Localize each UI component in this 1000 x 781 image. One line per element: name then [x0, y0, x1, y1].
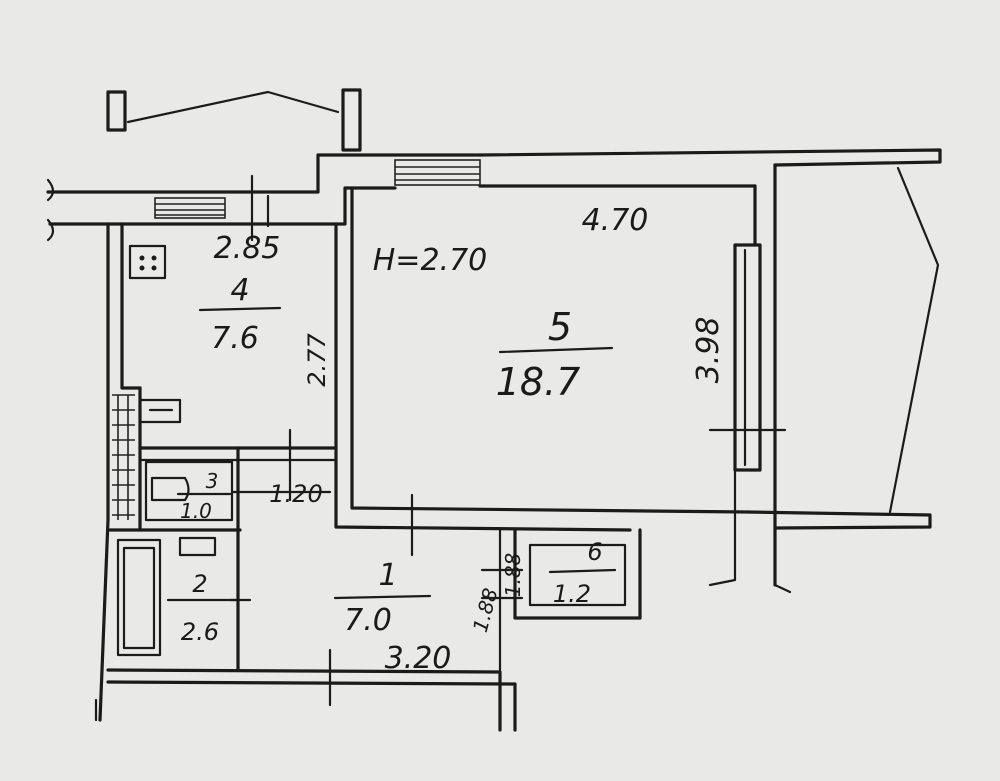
hall-width-label: 3.20: [385, 641, 452, 676]
hall-small-width-label: 1.20: [269, 480, 322, 508]
walls: [46, 148, 942, 732]
room-6-area: 1.2: [553, 580, 591, 608]
room-3-number: 3: [206, 469, 219, 493]
room-4-depth-label: 2.77: [303, 333, 331, 387]
room-4-number: 4: [230, 273, 249, 308]
right-balcony: [888, 166, 940, 514]
room-5-label: 5 18.7: [496, 305, 614, 404]
dimension-ticks: [228, 174, 787, 707]
room-5-area: 18.7: [496, 360, 581, 404]
room-4-label: 4 7.6: [198, 273, 282, 356]
room-3-label: 3 1.0: [176, 469, 232, 523]
room-6-number: 6: [587, 538, 602, 566]
room-6-label: 6 1.2: [548, 538, 617, 608]
room-1-area: 7.0: [344, 603, 392, 638]
ceiling-height-label: H=2.70: [373, 243, 488, 278]
balcony-outline: [106, 88, 362, 152]
room-5-depth-label: 3.98: [691, 317, 726, 384]
room-4-width-label: 2.85: [214, 231, 281, 266]
room-2-label: 2 2.6: [166, 570, 238, 646]
closet-depth-label: 1.88: [501, 553, 525, 598]
room-1-number: 1: [378, 558, 397, 593]
room-5-width-label: 4.70: [582, 203, 649, 238]
room-4-area: 7.6: [211, 321, 259, 356]
windows: [112, 159, 481, 520]
room-2-area: 2.6: [181, 618, 219, 646]
hall-side-label: 1.88: [468, 586, 503, 635]
room-5-number: 5: [548, 305, 572, 349]
room-3-area: 1.0: [180, 499, 212, 523]
room-1-label: 1 7.0: [333, 558, 432, 638]
room-2-number: 2: [192, 570, 207, 598]
